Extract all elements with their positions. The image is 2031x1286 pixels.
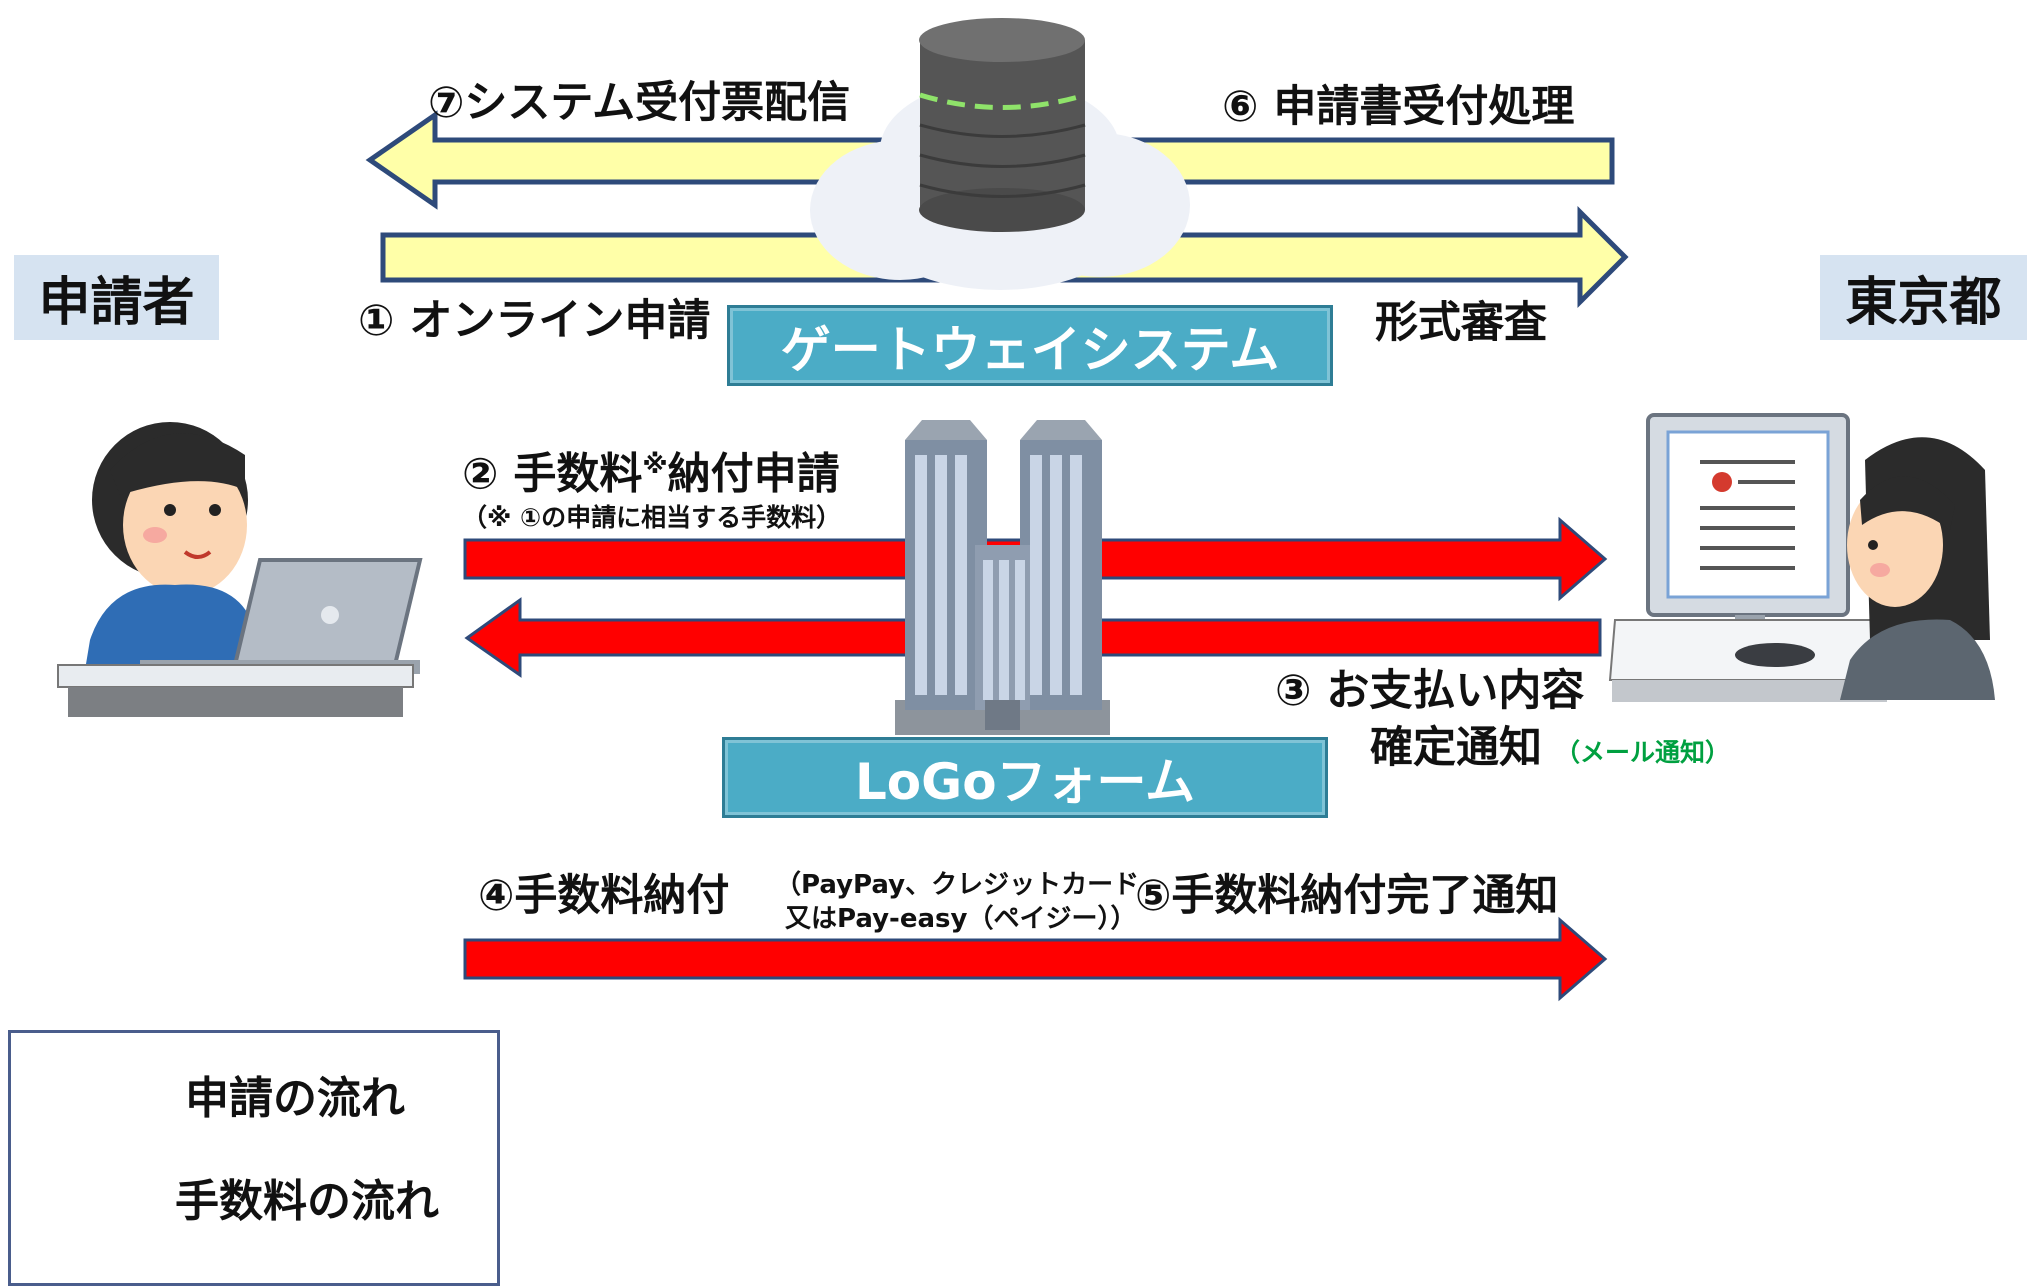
step2-note: （※ ①の申請に相当する手数料） (462, 503, 842, 532)
database-server-icon (919, 18, 1086, 232)
step4-payment-note-line1: （PayPay、クレジットカード (775, 870, 1140, 900)
step3-mail-note: （メール通知） (1555, 738, 1731, 767)
tokyo-label: 東京都 (1820, 255, 2027, 340)
gateway-system-label: ゲートウェイシステム (780, 320, 1280, 379)
monitor-icon (1646, 413, 1850, 648)
applicant-label: 申請者 (14, 255, 219, 340)
step2-suffix: 納付申請 (667, 449, 840, 500)
step3-label-line2: 確定通知 (1370, 723, 1542, 773)
staff-person-icon (1735, 437, 1995, 700)
step4-payment-note-line2: 又はPay-easy（ペイジー）） (785, 904, 1137, 934)
step4-label: ④手数料納付 (478, 871, 730, 921)
gateway-system-box: ゲートウェイシステム (727, 305, 1333, 386)
format-review-label: 形式審査 (1375, 298, 1547, 348)
applicant-desk-icon (57, 664, 414, 717)
step3-label-line1: ③ お支払い内容 (1275, 666, 1585, 716)
legend-box (8, 1030, 500, 1286)
tokyo-government-building-icon (895, 420, 1110, 735)
tokyo-label-text: 東京都 (1845, 273, 2002, 333)
step2-label: ② 手数料※納付申請 (462, 452, 840, 496)
step6-label: ⑥ 申請書受付処理 (1222, 82, 1575, 132)
step2-prefix: ② 手数料 (462, 449, 643, 500)
logo-form-box: LoGoフォーム (722, 737, 1328, 818)
legend-fee-flow-label: 手数料の流れ (175, 1176, 439, 1227)
step5-label: ⑤手数料納付完了通知 (1135, 871, 1559, 921)
step7-label: ⑦システム受付票配信 (428, 78, 851, 128)
legend-application-flow-label: 申請の流れ (185, 1073, 405, 1124)
logo-form-label: LoGoフォーム (854, 752, 1196, 811)
step2-note-mark: ※ (642, 450, 668, 480)
step1-label: ① オンライン申請 (358, 296, 711, 346)
arrow-step4-right (463, 916, 1608, 1002)
applicant-label-text: 申請者 (38, 273, 195, 333)
applicant-person-icon (85, 422, 270, 670)
